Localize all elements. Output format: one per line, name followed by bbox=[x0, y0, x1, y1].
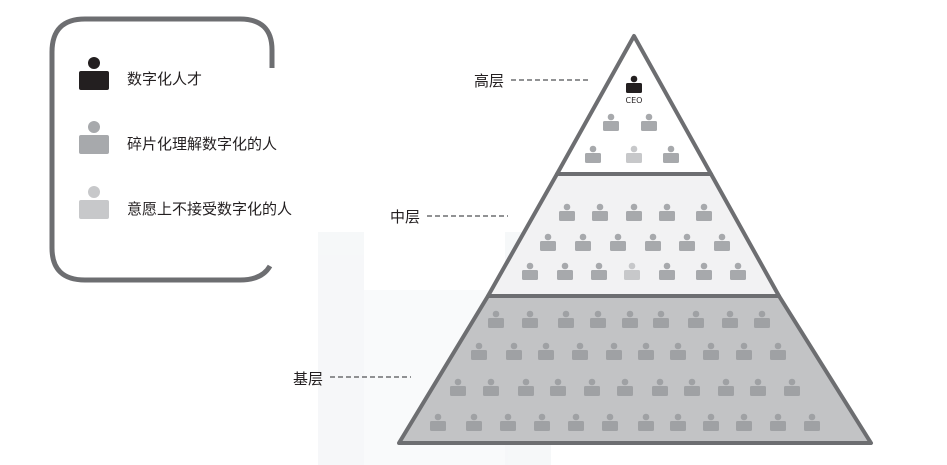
person-icon bbox=[659, 203, 675, 221]
person-icon bbox=[538, 342, 554, 360]
person-icon bbox=[722, 310, 738, 328]
person-icon bbox=[663, 145, 679, 163]
person-icon bbox=[79, 186, 109, 219]
person-icon bbox=[559, 203, 575, 221]
person-icon bbox=[592, 203, 608, 221]
person-icon bbox=[652, 378, 668, 396]
legend-item-fragmented: 碎片化理解数字化的人 bbox=[79, 121, 277, 154]
person-icon bbox=[540, 233, 556, 251]
person-icon bbox=[488, 310, 504, 328]
legend-item-unwilling: 意愿上不接受数字化的人 bbox=[79, 186, 292, 219]
person-icon bbox=[550, 378, 566, 396]
person-icon bbox=[804, 413, 820, 431]
person-icon bbox=[696, 262, 712, 280]
person-icon bbox=[703, 413, 719, 431]
person-icon-ceo bbox=[626, 75, 642, 93]
tier-label-top: 高层 bbox=[474, 72, 591, 90]
person-icon bbox=[638, 342, 654, 360]
legend-label-fragmented: 碎片化理解数字化的人 bbox=[127, 135, 277, 153]
legend: 数字化人才 碎片化理解数字化的人 意愿上不接受数字化的人 bbox=[49, 16, 292, 283]
person-icon bbox=[659, 262, 675, 280]
person-icon bbox=[557, 262, 573, 280]
person-icon bbox=[584, 378, 600, 396]
legend-item-talent: 数字化人才 bbox=[79, 57, 202, 90]
legend-frame bbox=[49, 16, 275, 283]
person-icon bbox=[626, 203, 642, 221]
person-icon bbox=[730, 262, 746, 280]
person-icon bbox=[714, 233, 730, 251]
person-icon bbox=[522, 310, 538, 328]
tier-label-top-text: 高层 bbox=[474, 72, 504, 90]
legend-label-unwilling: 意愿上不接受数字化的人 bbox=[127, 200, 292, 218]
tier-base bbox=[397, 294, 873, 445]
person-icon bbox=[522, 262, 538, 280]
tier-labels: 高层 中层 基层 bbox=[293, 72, 591, 388]
ceo-label: CEO bbox=[626, 96, 643, 105]
person-icon bbox=[784, 378, 800, 396]
person-icon bbox=[575, 233, 591, 251]
person-icon bbox=[568, 413, 584, 431]
person-icon bbox=[617, 378, 633, 396]
person-icon bbox=[703, 342, 719, 360]
person-icon bbox=[736, 413, 752, 431]
person-icon bbox=[622, 310, 638, 328]
person-icon bbox=[591, 262, 607, 280]
person-icon bbox=[430, 413, 446, 431]
person-icon bbox=[610, 233, 626, 251]
person-icon bbox=[718, 378, 734, 396]
tier-label-middle: 中层 bbox=[390, 208, 508, 226]
pyramid: CEO bbox=[397, 34, 873, 445]
person-icon bbox=[585, 145, 601, 163]
person-icon bbox=[518, 378, 534, 396]
person-icon bbox=[670, 342, 686, 360]
legend-label-talent: 数字化人才 bbox=[127, 70, 202, 88]
person-icon bbox=[572, 342, 588, 360]
person-icon bbox=[558, 310, 574, 328]
person-icon bbox=[641, 113, 657, 131]
person-icon bbox=[754, 310, 770, 328]
person-icon bbox=[750, 378, 766, 396]
person-icon bbox=[770, 413, 786, 431]
person-icon bbox=[679, 233, 695, 251]
person-icon bbox=[626, 145, 642, 163]
person-icon bbox=[79, 121, 109, 154]
person-icon bbox=[684, 378, 700, 396]
pyramid-people bbox=[430, 75, 820, 431]
tier-label-base-text: 基层 bbox=[293, 370, 323, 388]
person-icon bbox=[624, 262, 640, 280]
person-icon bbox=[79, 57, 109, 90]
tier-label-middle-text: 中层 bbox=[390, 208, 420, 226]
person-icon bbox=[466, 413, 482, 431]
person-icon bbox=[590, 310, 606, 328]
person-icon bbox=[653, 310, 669, 328]
person-icon bbox=[500, 413, 516, 431]
person-icon bbox=[696, 203, 712, 221]
person-icon bbox=[450, 378, 466, 396]
person-icon bbox=[606, 342, 622, 360]
person-icon bbox=[638, 413, 654, 431]
person-icon bbox=[736, 342, 752, 360]
person-icon bbox=[602, 413, 618, 431]
person-icon bbox=[688, 310, 704, 328]
tier-label-base: 基层 bbox=[293, 370, 411, 388]
person-icon bbox=[670, 413, 686, 431]
person-icon bbox=[603, 113, 619, 131]
person-icon bbox=[471, 342, 487, 360]
person-icon bbox=[645, 233, 661, 251]
person-icon bbox=[506, 342, 522, 360]
person-icon bbox=[534, 413, 550, 431]
person-icon bbox=[483, 378, 499, 396]
person-icon bbox=[770, 342, 786, 360]
